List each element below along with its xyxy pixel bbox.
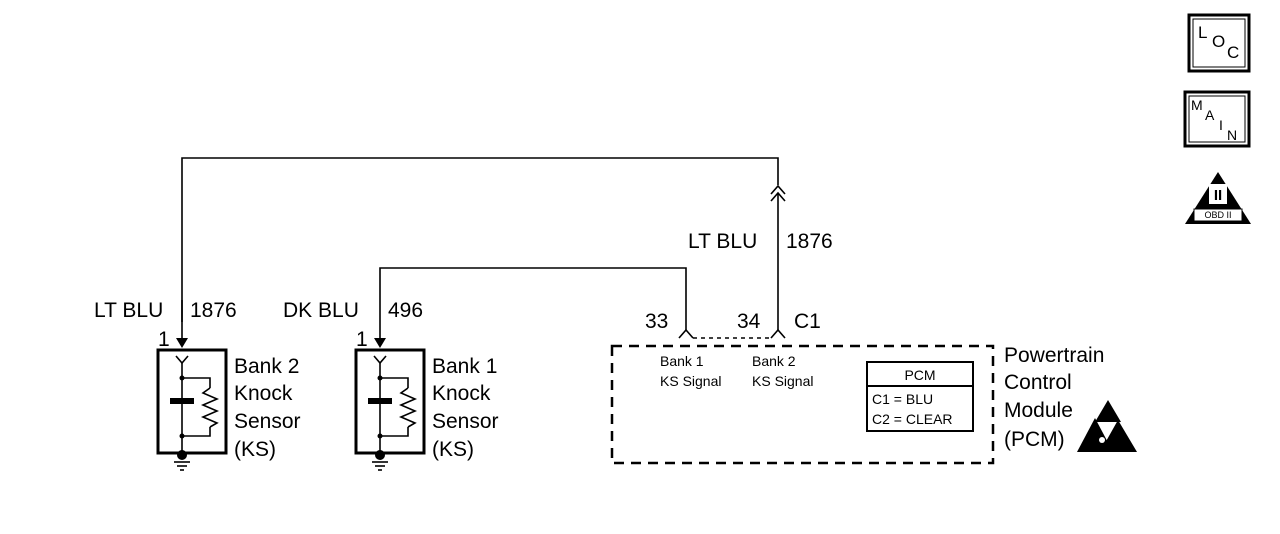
legend-c2: C2 = CLEAR [872,411,953,427]
bank1-knock-sensor: 1 [354,328,426,471]
bank1-wire-circuit: 496 [388,299,423,322]
bank2-ks-wire [181,157,779,340]
svg-text:N: N [1227,127,1237,143]
upper-wire-color: LT BLU [688,230,757,253]
bank2-knock-sensor: 1 [156,328,228,471]
inline-connector-upper [770,184,786,195]
pcm-name-2: Control [1004,371,1072,394]
bank2-wire-color: LT BLU [94,299,163,322]
bank1-arrow-icon [374,338,386,348]
bank1-wire-color: DK BLU [283,299,359,322]
bank2-wire-circuit: 1876 [190,299,237,322]
pin34-label-2: KS Signal [752,373,813,389]
pin33-label-2: KS Signal [660,373,721,389]
legend-title: PCM [904,367,935,383]
pcm-name-3: Module [1004,399,1073,422]
svg-text:M: M [1191,97,1203,113]
pcm-name-4: (PCM) [1004,428,1065,451]
pcm-name-1: Powertrain [1004,344,1104,367]
svg-text:OBD II: OBD II [1204,210,1231,220]
svg-text:O: O [1212,32,1225,51]
bank1-ks-wire [379,267,687,340]
inline-connector-lower [770,191,786,202]
pcm-connector-legend: PCM C1 = BLU C2 = CLEAR [866,361,974,432]
bank2-sensor-title-3: Sensor [234,410,301,433]
bank2-sensor-title-4: (KS) [234,438,276,461]
pin34-connector [770,328,786,339]
svg-text:L: L [1198,23,1207,42]
bank2-pin-number: 1 [158,328,170,351]
pcm-module-outline [610,344,995,465]
main-icon[interactable]: M A I N [1183,90,1251,148]
svg-text:I: I [1219,117,1223,133]
esd-warning-icon [1077,400,1137,452]
bank1-sensor-title-1: Bank 1 [432,355,497,378]
svg-text:A: A [1205,107,1215,123]
pin34-number: 34 [737,310,761,333]
pin33-label-1: Bank 1 [660,353,704,369]
upper-wire-circuit: 1876 [786,230,833,253]
bank2-arrow-icon [176,338,188,348]
pin33-number: 33 [645,310,668,333]
bank1-pin-number: 1 [356,328,368,351]
bank1-sensor-title-2: Knock [432,382,491,405]
bank2-sensor-title-2: Knock [234,382,293,405]
obd-ii-icon[interactable]: II OBD II [1185,172,1251,224]
pin33-connector [678,328,694,339]
connector-c1-label: C1 [794,310,821,333]
bank1-sensor-title-4: (KS) [432,438,474,461]
bank1-sensor-title-3: Sensor [432,410,499,433]
svg-text:II: II [1214,187,1222,204]
bank2-sensor-title-1: Bank 2 [234,355,299,378]
pin34-label-1: Bank 2 [752,353,796,369]
legend-c1: C1 = BLU [872,391,933,407]
svg-text:C: C [1227,43,1239,62]
loc-icon[interactable]: L O C [1187,13,1251,73]
